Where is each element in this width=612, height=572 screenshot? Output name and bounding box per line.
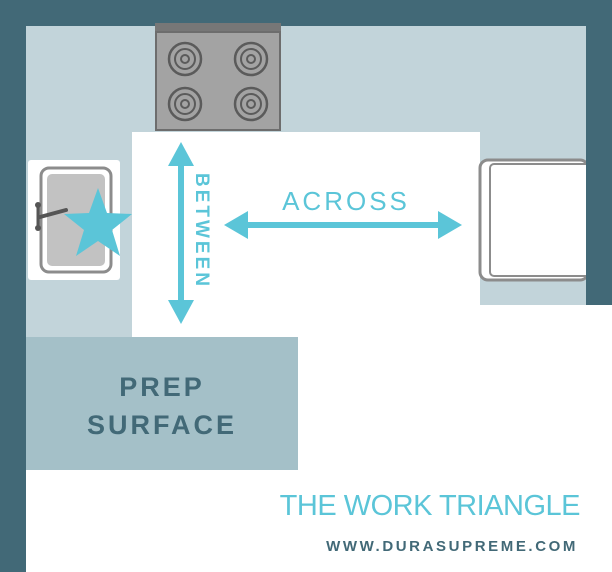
website-url: WWW.DURASUPREME.COM [326,538,578,555]
prep-surface [26,337,298,470]
prep-label-line2: SURFACE [86,410,237,440]
between-label: BETWEEN [191,173,212,289]
floor-bottom [0,470,612,572]
horizontal-arrow-icon [224,211,462,239]
stove-icon [155,20,281,132]
diagram-title: THE WORK TRIANGLE [279,490,581,522]
refrigerator-icon [478,158,591,282]
left-wall-lower [0,300,26,572]
faucet-icon [30,196,76,236]
top-wall [0,0,612,26]
work-zone-right [480,305,586,337]
vertical-arrow-icon [168,142,194,324]
star-icon [62,186,134,258]
right-wall [586,0,612,340]
across-label: ACROSS [282,186,410,216]
prep-label-line1: PREP [119,372,205,402]
